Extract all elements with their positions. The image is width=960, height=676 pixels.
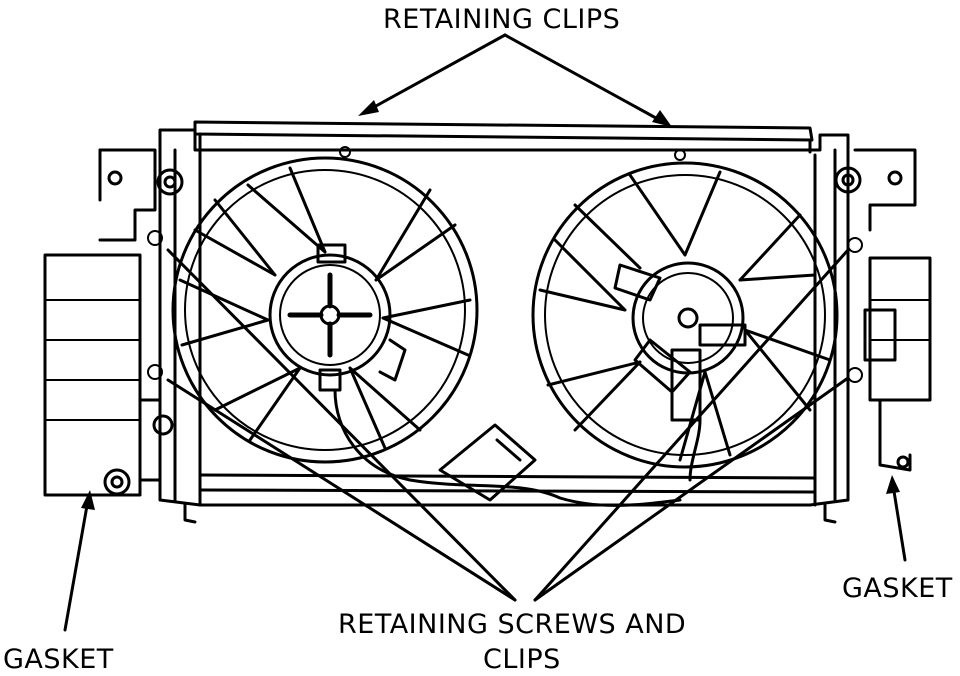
left-gasket xyxy=(43,253,174,497)
fan-shroud-frame xyxy=(158,128,850,524)
right-gasket xyxy=(863,256,932,472)
arrowhead-clip-left xyxy=(358,100,379,116)
radiator-top-tank xyxy=(193,120,814,154)
leader-line-gasket-right xyxy=(891,483,907,562)
retaining-screws-label-line1: RETAINING SCREWS AND xyxy=(338,609,687,640)
arrowhead-gasket-left xyxy=(81,490,95,510)
gasket-right-label: GASKET xyxy=(842,573,953,604)
leader-line-gasket-left xyxy=(63,498,90,632)
retaining-screws-label-line2: CLIPS xyxy=(483,644,561,675)
leader-line-clip-right xyxy=(503,33,667,125)
left-mounting-bracket xyxy=(98,148,184,242)
left-fan xyxy=(171,156,479,464)
arrowhead-clip-right xyxy=(652,110,672,127)
leader-line-screw-1 xyxy=(166,248,517,602)
arrowhead-gasket-right xyxy=(886,475,900,494)
leader-line-screw-2 xyxy=(166,378,517,602)
right-fan xyxy=(531,161,839,469)
gasket-left-label: GASKET xyxy=(3,644,114,675)
leader-line-screw-3 xyxy=(533,248,850,602)
retaining-clips-label: RETAINING CLIPS xyxy=(383,4,621,35)
leader-line-screw-4 xyxy=(533,376,850,602)
retaining-screws xyxy=(147,146,863,383)
leader-line-clip-left xyxy=(363,33,507,114)
right-mounting-bracket xyxy=(834,148,917,232)
